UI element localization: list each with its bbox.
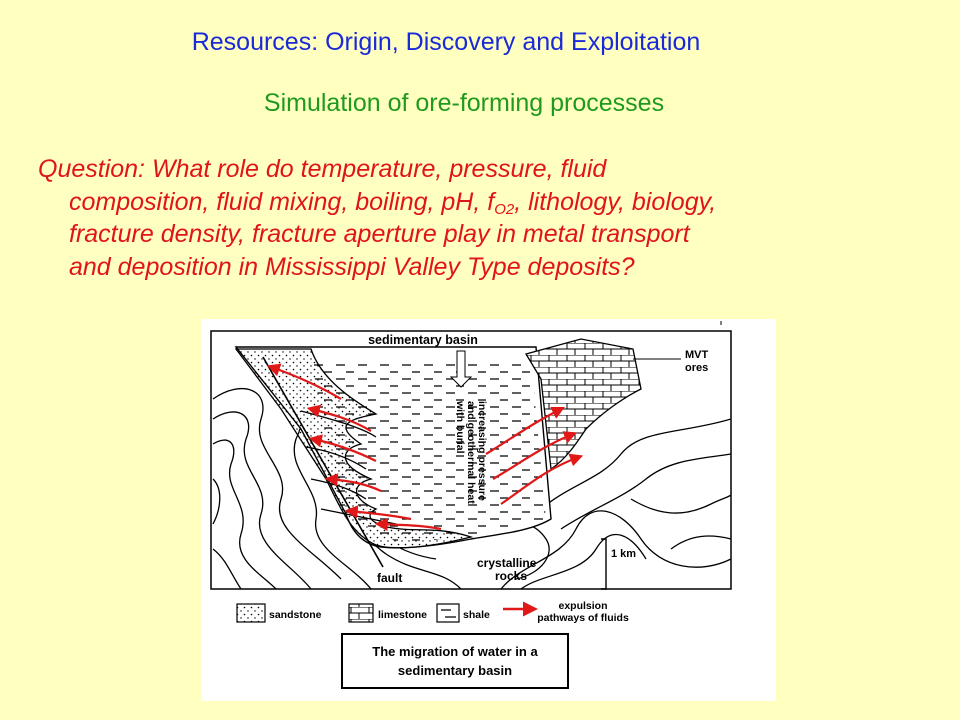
slide-title: Resources: Origin, Discovery and Exploit… xyxy=(191,28,701,56)
caption-line-2: sedimentary basin xyxy=(398,663,512,678)
legend-shale-swatch xyxy=(436,603,460,623)
question-line-1: Question: What role do temperature, pres… xyxy=(38,155,607,183)
slide-subtitle: Simulation of ore-forming processes xyxy=(263,89,665,117)
fault-line xyxy=(262,356,384,568)
legend-expulsion-2: pathways of fluids xyxy=(537,612,629,624)
fo2-subscript: O2 xyxy=(494,200,515,218)
caption-box xyxy=(341,633,569,689)
crystalline-label-1: crystalline xyxy=(477,556,537,570)
question-line-2: composition, fluid mixing, boiling, pH, … xyxy=(38,186,918,219)
legend: sandstone limestone shale expulsion path… xyxy=(236,600,629,624)
arrow-text-2: and geothermal heat xyxy=(465,401,477,504)
mvt-label-1: MVT xyxy=(685,349,709,361)
fluid-pathways xyxy=(266,363,584,531)
sandstone-wedge xyxy=(234,348,474,549)
question-line-2b: , lithology, biology, xyxy=(514,187,717,216)
burial-arrow-icon xyxy=(449,350,473,388)
legend-expulsion-1: expulsion xyxy=(558,600,607,612)
burial-arrow-text: increasing pressure and geothermal heat … xyxy=(454,400,488,504)
fault-label: fault xyxy=(377,571,402,585)
question-line-3: fracture density, fracture aperture play… xyxy=(69,220,690,248)
legend-sandstone-swatch xyxy=(236,603,266,623)
basement-folds xyxy=(212,358,731,589)
question-text: Question: What role do temperature, pres… xyxy=(38,153,918,283)
legend-limestone-swatch xyxy=(348,603,374,623)
crystalline-label-2: rocks xyxy=(495,569,527,583)
legend-limestone-label: limestone xyxy=(378,609,427,621)
shale-layers xyxy=(311,359,546,544)
scale-label: 1 km xyxy=(611,548,636,560)
question-line-2a: composition, fluid mixing, boiling, pH, … xyxy=(69,187,495,216)
caption-line-1: The migration of water in a xyxy=(372,644,538,659)
arrow-text-3: with burial xyxy=(454,400,466,454)
legend-sandstone-label: sandstone xyxy=(269,609,322,621)
legend-shale-label: shale xyxy=(463,609,490,621)
question-line-4: and deposition in Mississippi Valley Typ… xyxy=(69,252,635,281)
arrow-text-1: increasing pressure xyxy=(476,401,488,501)
basin-label: sedimentary basin xyxy=(368,333,478,347)
limestone-wedge xyxy=(525,338,642,471)
scale-bar xyxy=(601,538,607,590)
mvt-label-2: ores xyxy=(685,362,708,374)
basin-figure: sedimentary basin MVT ores increasing pr… xyxy=(201,319,776,701)
basin-diagram: sedimentary basin MVT ores increasing pr… xyxy=(210,321,732,689)
